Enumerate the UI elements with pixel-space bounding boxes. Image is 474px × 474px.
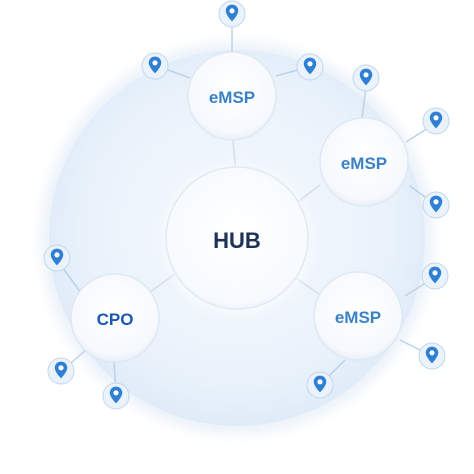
location-pin-icon[interactable] [306,371,334,399]
location-pin-icon[interactable] [296,53,324,81]
location-pin-icon[interactable] [47,357,75,385]
location-pin-icon[interactable] [141,52,169,80]
hub-label: HUB [213,228,261,253]
location-pin-icon[interactable] [43,244,71,272]
emsp-node-bottom-right[interactable]: eMSP [313,271,403,361]
cpo-node-left[interactable]: CPO [70,273,160,363]
emsp-top-label: eMSP [209,88,255,107]
location-pin-icon[interactable] [422,191,450,219]
location-pin-icon[interactable] [422,107,450,135]
emsp-right-label: eMSP [341,154,387,173]
location-pin-icon[interactable] [102,382,130,410]
location-pin-icon[interactable] [418,342,446,370]
emsp-node-right[interactable]: eMSP [319,117,409,207]
location-pin-icon[interactable] [352,64,380,92]
emsp-bottom-right-label: eMSP [335,308,381,327]
cpo-left-label: CPO [97,310,134,329]
location-pins [43,0,450,410]
location-pin-icon[interactable] [218,0,246,28]
emsp-node-top[interactable]: eMSP [187,51,277,141]
location-pin-icon[interactable] [421,262,449,290]
hub-node[interactable]: HUB [163,166,311,314]
